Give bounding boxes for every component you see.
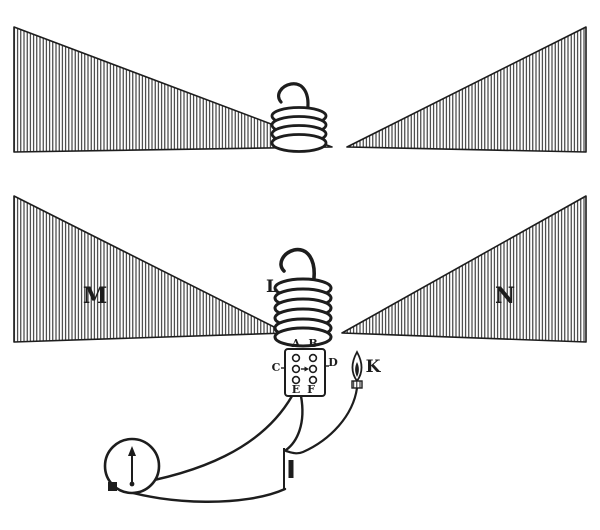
- label-terminal-c: C: [272, 361, 281, 374]
- lower-coil-turn: [273, 326, 333, 348]
- label-flame: K: [366, 357, 382, 377]
- label-terminal-d: D: [328, 356, 338, 369]
- upper-coil: [270, 82, 328, 153]
- terminal-arrowhead: [304, 366, 309, 372]
- label-right-pole: N: [495, 283, 515, 309]
- label-terminal-e: E: [292, 383, 300, 396]
- lower-assembly: [13, 195, 587, 348]
- terminal-contact: [308, 353, 318, 363]
- terminal-contact: [291, 364, 301, 374]
- galvanometer: [103, 437, 161, 495]
- label-coil: L: [266, 277, 278, 297]
- label-terminal-a: A: [291, 337, 301, 350]
- wire-flame-branch: [284, 386, 359, 455]
- wire-block-to-battery: [284, 394, 304, 452]
- upper-left-pole: [13, 26, 333, 153]
- needle-pivot: [129, 481, 135, 487]
- lower-left-pole: [13, 195, 287, 343]
- upper-assembly: [13, 26, 587, 153]
- lower-coil: [273, 247, 333, 348]
- lower-right-pole: [341, 195, 587, 343]
- upper-right-pole: [346, 26, 587, 153]
- terminal-block: [281, 348, 329, 397]
- label-left-pole: M: [83, 283, 107, 309]
- label-terminal-f: F: [307, 383, 315, 396]
- needle-arrowhead-icon: [128, 446, 136, 456]
- figure-labels: M N L K A B C D E F: [83, 277, 515, 396]
- binding-post: [108, 482, 117, 491]
- terminal-contact: [291, 375, 301, 385]
- flame-inner: [355, 362, 359, 377]
- flame-assembly: [351, 350, 363, 389]
- label-terminal-b: B: [308, 337, 317, 350]
- lower-coil-lead: [279, 247, 316, 288]
- upper-coil-lead: [277, 82, 310, 116]
- terminal-contact: [308, 364, 318, 374]
- terminal-contact: [308, 375, 318, 385]
- burner-base: [351, 380, 363, 389]
- battery-symbol: [283, 448, 294, 490]
- terminal-contact: [291, 353, 301, 363]
- upper-coil-turn: [270, 133, 328, 153]
- wire-battery-to-galvanometer: [117, 487, 287, 503]
